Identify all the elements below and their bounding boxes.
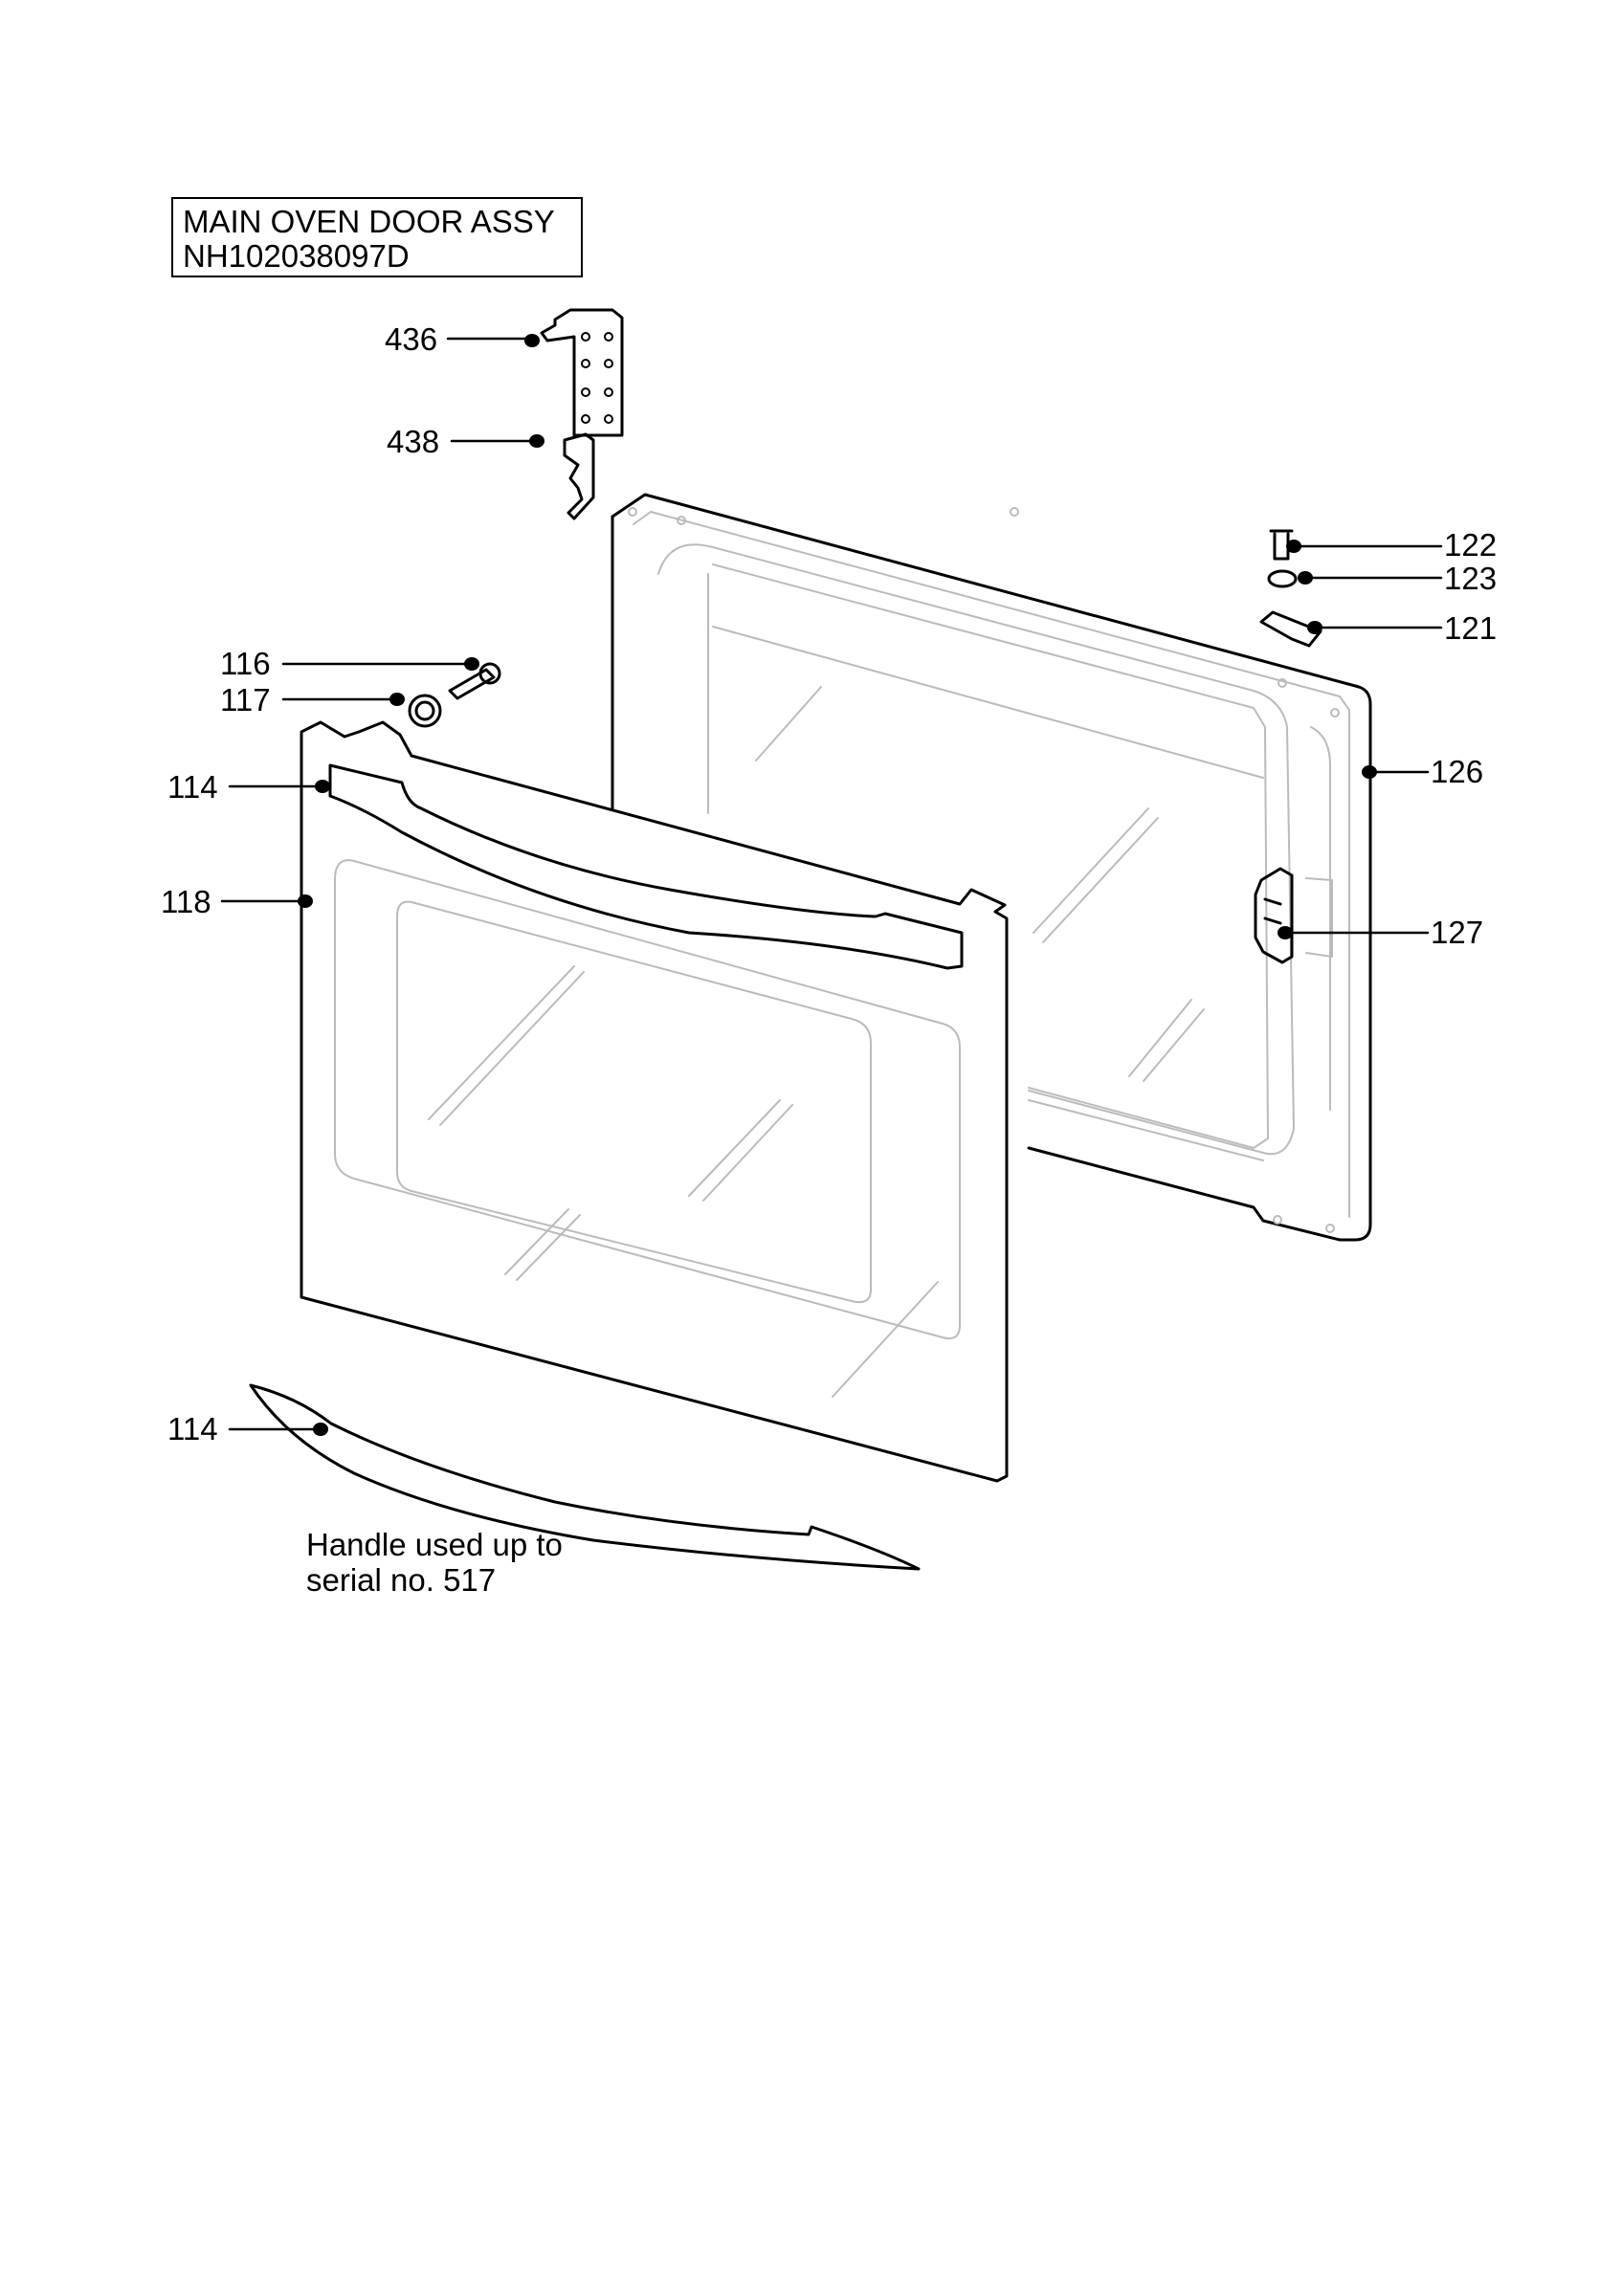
- assembly-title-box: MAIN OVEN DOOR ASSY NH102038097D: [171, 197, 583, 277]
- assembly-part-number: NH102038097D: [183, 238, 410, 274]
- callout-436: 436: [385, 321, 438, 357]
- callout-118: 118: [161, 884, 211, 919]
- callout-116: 116: [220, 646, 271, 681]
- handle-note-line-2: serial no. 517: [306, 1562, 497, 1598]
- washer-123: [1267, 569, 1298, 588]
- callout-114-old-handle: 114: [167, 1411, 218, 1446]
- screw-116: [448, 662, 501, 700]
- clip-121: [1259, 610, 1322, 648]
- callout-127: 127: [1431, 915, 1484, 950]
- hinge-receiver-127: [1254, 867, 1294, 964]
- callout-122: 122: [1444, 527, 1498, 563]
- callout-126: 126: [1431, 754, 1484, 789]
- callout-121: 121: [1444, 610, 1498, 646]
- assembly-title: MAIN OVEN DOOR ASSY: [183, 204, 555, 239]
- callout-117: 117: [220, 682, 271, 718]
- callout-438: 438: [387, 424, 440, 459]
- hinge-bracket-438: [563, 432, 595, 520]
- handle-note: Handle used up to serial no. 517: [306, 1527, 563, 1598]
- leader-dots: [298, 334, 1377, 1436]
- door-handle-current: [328, 763, 964, 970]
- door-handle-old: [249, 1383, 921, 1571]
- grommet-117: [408, 694, 442, 728]
- callout-123: 123: [1444, 561, 1498, 596]
- inner-door-panel: [611, 493, 1372, 1242]
- outer-door-panel: [300, 720, 1009, 1483]
- callout-114-handle: 114: [167, 769, 218, 805]
- hinge-bracket-436: [540, 308, 624, 437]
- leader-lines: [220, 337, 1443, 1431]
- handle-note-line-1: Handle used up to: [306, 1527, 563, 1562]
